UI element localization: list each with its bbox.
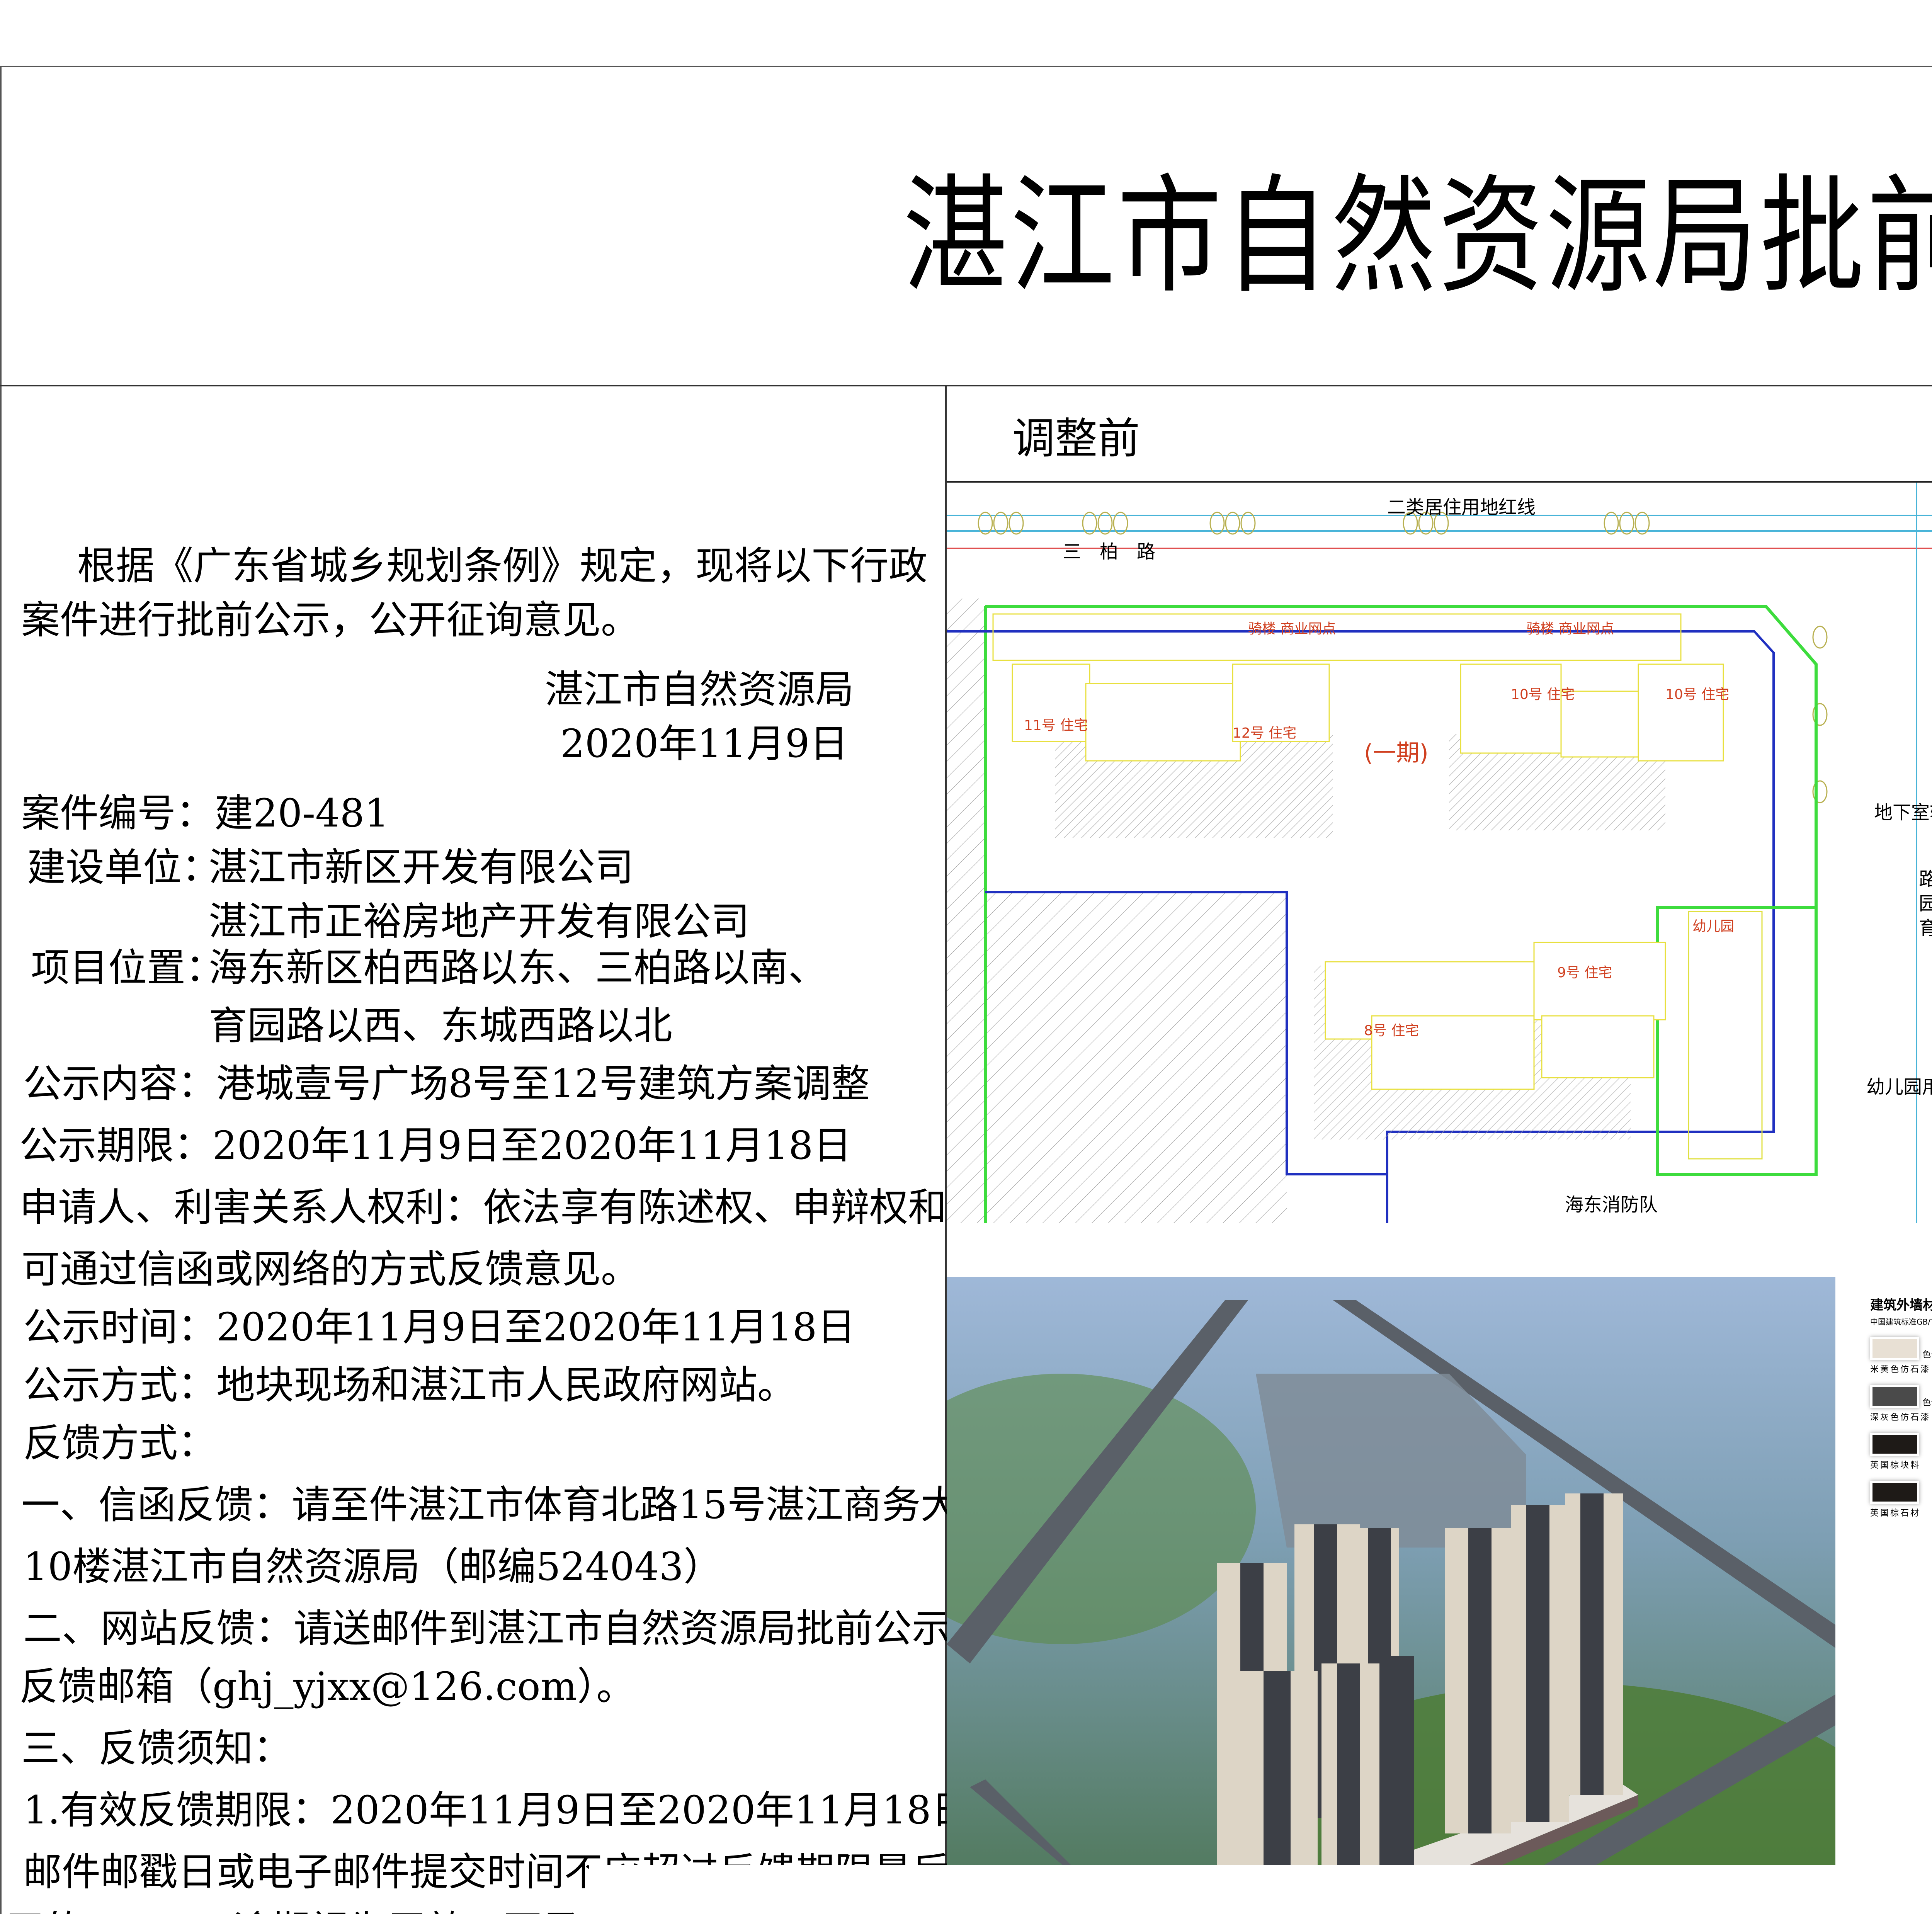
aerial-render-before: [947, 1277, 1835, 1932]
svg-text:10号 住宅: 10号 住宅: [1665, 687, 1729, 702]
site-plan-drawing: 11号 住宅 12号 住宅 10号 住宅 10号 住宅 9号 住宅 8号 住宅 …: [947, 483, 1932, 1223]
svg-text:路 园 育: 路 园 育: [1915, 869, 1932, 937]
notice-time: 公示时间：2020年11月9日至2020年11月18日: [23, 1302, 855, 1352]
intro-line-1: 根据《广东省城乡规划条例》规定，现将以下行政: [77, 541, 927, 591]
feedback-web-1: 二、网站反馈：请送邮件到湛江市自然资源局批前公示意见: [23, 1604, 1028, 1654]
svg-text:三 柏 路: 三 柏 路: [1063, 541, 1155, 563]
location-1: 海东新区柏西路以东、三柏路以南、: [209, 943, 827, 993]
legend-item: 英国棕块料: [1870, 1433, 1932, 1471]
issuer: 湛江市自然资源局: [545, 665, 854, 715]
notice-period: 公示期限：2020年11月9日至2020年11月18日: [19, 1121, 852, 1171]
svg-text:骑楼 商业网点: 骑楼 商业网点: [1248, 621, 1336, 637]
title-band: 湛江市自然资源局批前公示: [0, 66, 1932, 386]
building-render-image: [947, 1277, 1835, 1932]
swatch-dark-gray: [1870, 1385, 1919, 1408]
swatch-beige: [1870, 1337, 1919, 1360]
svg-text:幼儿园: 幼儿园: [1692, 918, 1734, 934]
svg-text:地下室轮廓线: 地下室轮廓线: [1874, 802, 1932, 823]
notice-content: 公示内容：港城壹号广场8号至12号建筑方案调整: [23, 1059, 870, 1109]
feedback-notes-label: 三、反馈须知：: [21, 1723, 292, 1774]
note-1-line-2: 邮件邮戳日或电子邮件提交时间不应超过反馈期限最后一: [23, 1847, 989, 1897]
notice-method: 公示方式：地块现场和湛江市人民政府网站。: [23, 1360, 796, 1410]
feedback-email[interactable]: 反馈邮箱（ghj_yjxx@126.com）。: [19, 1662, 635, 1712]
rights-line-2: 可通过信函或网络的方式反馈意见。: [21, 1244, 639, 1294]
feedback-letter-1: 一、信函反馈：请至件湛江市体育北路15号湛江商务大厦: [21, 1480, 998, 1530]
legend-item: 色号:1715 深灰色仿石漆: [1870, 1385, 1932, 1423]
svg-text:12号 住宅: 12号 住宅: [1233, 725, 1296, 741]
material-legend-before: 建筑外墙材料色号 中国建筑标准GB/T18922-2008 色号：0131 米黄…: [1835, 1277, 1932, 1932]
svg-text:10号 住宅: 10号 住宅: [1511, 687, 1575, 702]
before-label: 调整前: [1012, 386, 1140, 479]
legend-title: 建筑外墙材料色号: [1870, 1294, 1932, 1313]
note-1-line-3: 天的24:00，逾期视为无效，不予参考。: [6, 1905, 697, 1932]
intro-line-2: 案件进行批前公示，公开征询意见。: [21, 595, 639, 645]
svg-text:8号 住宅: 8号 住宅: [1364, 1023, 1419, 1039]
builder-label: 建设单位：: [27, 842, 220, 893]
svg-text:海东消防队: 海东消防队: [1565, 1194, 1658, 1216]
legend-item: 色号：0131 米黄色仿石漆: [1870, 1337, 1932, 1375]
feedback-letter-2: 10楼湛江市自然资源局（邮编524043）: [23, 1542, 722, 1592]
swatch-brown-block: [1870, 1433, 1919, 1456]
location-2: 育园路以西、东城西路以北: [209, 1001, 672, 1051]
note-1-line-1: 1.有效反馈期限：2020年11月9日至2020年11月18日。: [23, 1785, 1009, 1835]
location-label: 项目位置：: [31, 943, 224, 993]
svg-text:骑楼 商业网点: 骑楼 商业网点: [1526, 621, 1614, 637]
builder-1: 湛江市新区开发有限公司: [209, 842, 634, 893]
swatch-brown-stone: [1870, 1481, 1919, 1504]
svg-text:(一期): (一期): [1364, 740, 1429, 767]
legend-standard: 中国建筑标准GB/T18922-2008: [1870, 1316, 1932, 1327]
site-plan-before: 11号 住宅 12号 住宅 10号 住宅 10号 住宅 9号 住宅 8号 住宅 …: [947, 481, 1932, 1223]
builder-2: 湛江市正裕房地产开发有限公司: [209, 896, 750, 947]
case-number: 案件编号：建20-481: [21, 788, 389, 838]
legend-item: 英国棕石材: [1870, 1481, 1932, 1519]
notice-panel: 根据《广东省城乡规划条例》规定，现将以下行政 案件进行批前公示，公开征询意见。 …: [0, 386, 947, 1932]
rights-line-1: 申请人、利害关系人权利：依法享有陈述权、申辩权和: [19, 1182, 947, 1233]
svg-text:9号 住宅: 9号 住宅: [1557, 965, 1612, 981]
issue-date: 2020年11月9日: [560, 719, 848, 769]
svg-text:幼儿园用地红线: 幼儿园用地红线: [1866, 1076, 1932, 1098]
page-title: 湛江市自然资源局批前公示: [903, 133, 1932, 318]
svg-text:二类居住用地红线: 二类居住用地红线: [1387, 497, 1536, 518]
feedback-label: 反馈方式：: [23, 1418, 216, 1468]
svg-text:11号 住宅: 11号 住宅: [1024, 718, 1088, 733]
